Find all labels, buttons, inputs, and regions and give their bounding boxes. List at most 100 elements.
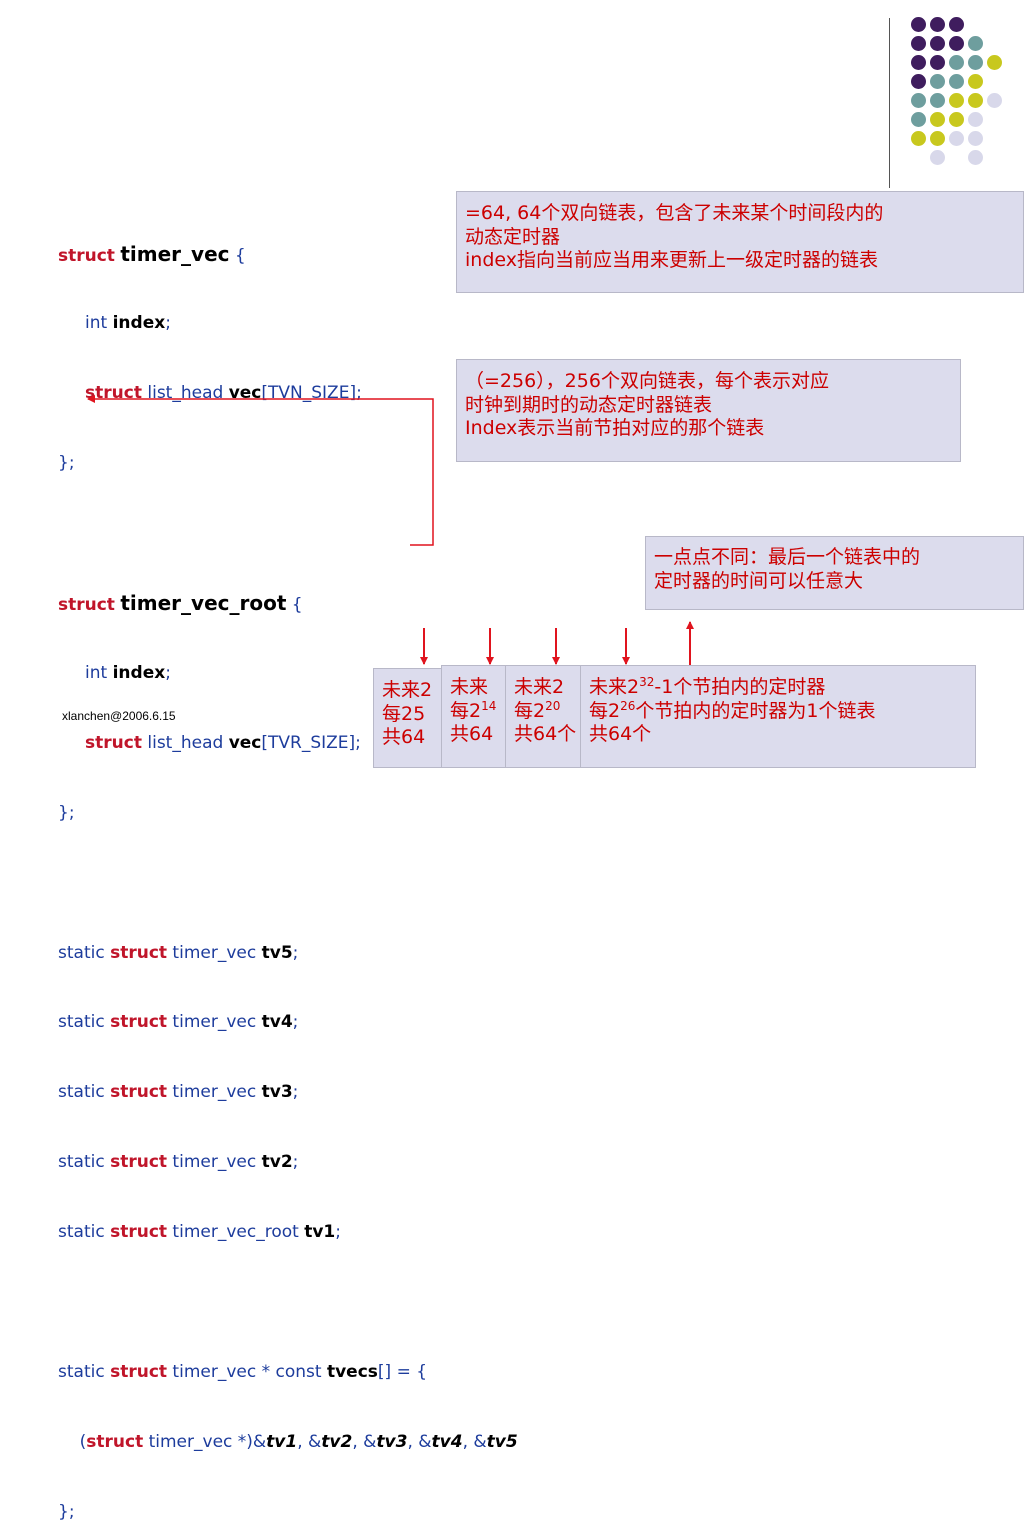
code-line: (struct timer_vec *)&tv1, &tv2, &tv3, &t… — [58, 1431, 518, 1454]
code-identifier: tv1 — [304, 1222, 336, 1243]
code-text: ; — [292, 1012, 299, 1033]
dot — [968, 36, 983, 51]
dot — [911, 131, 926, 146]
note-tv4-tv5-box: 未来232-1个节拍内的定时器 每226个节拍内的定时器为1个链表 共64个 — [580, 665, 976, 768]
note-text: 每2 — [514, 699, 546, 722]
note-line: 未来232-1个节拍内的定时器 — [589, 676, 967, 700]
code-identifier: index — [112, 662, 166, 683]
dot — [911, 55, 926, 70]
note-line: 共64 — [450, 723, 494, 745]
dot — [930, 93, 945, 108]
code-text: timer_vec — [167, 1152, 262, 1173]
dot — [968, 131, 983, 146]
divider-line — [889, 18, 890, 188]
note-line: 定时器的时间可以任意大 — [654, 569, 864, 592]
code-keyword: struct — [110, 1222, 168, 1243]
code-blank-line — [58, 1291, 518, 1314]
dot — [968, 93, 983, 108]
code-text: static — [58, 942, 111, 963]
code-text: static — [58, 1082, 111, 1103]
dot — [968, 112, 983, 127]
code-text: static — [58, 1152, 111, 1173]
code-identifier: timer_vec_root — [120, 591, 287, 616]
code-line: static struct timer_vec tv2; — [58, 1151, 518, 1174]
note-line: Index表示当前节拍对应的那个链表 — [465, 417, 765, 439]
dot — [911, 74, 926, 89]
code-text: static — [58, 1222, 111, 1243]
note-last-list: 一点点不同：最后一个链表中的 定时器的时间可以任意大 — [645, 536, 1024, 610]
dot — [930, 36, 945, 51]
dot — [968, 150, 983, 165]
note-text: 每2 — [589, 699, 621, 722]
code-text: ( — [79, 1431, 87, 1452]
code-text: ; — [292, 1082, 299, 1103]
code-line: int index; — [58, 312, 518, 335]
dot — [949, 131, 964, 146]
dot — [949, 112, 964, 127]
code-text: static — [58, 1012, 111, 1033]
code-line: static struct timer_vec tv4; — [58, 1011, 518, 1034]
code-text: ; — [165, 313, 171, 334]
dot — [930, 17, 945, 32]
dot — [911, 93, 926, 108]
dot — [968, 74, 983, 89]
note-line: 每226个节拍内的定时器为1个链表 — [589, 700, 967, 724]
code-text: list_head — [141, 732, 229, 753]
code-text: , & — [407, 1431, 432, 1452]
code-text: static — [58, 1361, 111, 1382]
note-line: 未来2 — [382, 679, 433, 701]
code-keyword: struct — [85, 383, 142, 404]
code-keyword: struct — [86, 1431, 144, 1452]
code-identifier: tv2 — [321, 1431, 353, 1452]
note-line: index指向当前应当用来更新上一级定时器的链表 — [465, 249, 878, 271]
code-line: }; — [58, 802, 518, 825]
code-line: static struct timer_vec tv3; — [58, 1081, 518, 1104]
note-superscript: 14 — [481, 699, 497, 713]
code-text: ; — [292, 942, 299, 963]
note-text: -1个节拍内的定时器 — [654, 676, 826, 698]
code-text: int — [85, 313, 113, 334]
code-listing: struct timer_vec { int index; struct lis… — [58, 196, 518, 1536]
code-text: ; — [335, 1222, 341, 1243]
code-text: timer_vec *)& — [143, 1431, 267, 1452]
note-line: =64, 64个双向链表，包含了未来某个时间段内的 — [465, 202, 884, 224]
code-text: int — [85, 662, 113, 683]
code-line: struct list_head vec[TVR_SIZE]; — [58, 732, 518, 755]
dot — [930, 131, 945, 146]
code-text: [TVR_SIZE]; — [261, 732, 361, 753]
note-line: 每220 — [514, 700, 636, 724]
code-blank-line — [58, 522, 518, 545]
code-keyword: struct — [110, 942, 168, 963]
code-text: ; — [292, 1152, 299, 1173]
note-text: 个节拍内的定时器为1个链表 — [635, 699, 876, 722]
note-text: 未来2 — [589, 676, 640, 698]
dot — [949, 36, 964, 51]
code-keyword: struct — [58, 595, 115, 616]
code-keyword: struct — [110, 1152, 168, 1173]
code-keyword: struct — [110, 1082, 168, 1103]
code-identifier: vec — [228, 383, 262, 404]
code-text: [TVN_SIZE]; — [261, 383, 362, 404]
code-text: ; — [165, 662, 171, 683]
code-identifier: tv4 — [261, 1012, 293, 1033]
code-identifier: tv5 — [261, 942, 293, 963]
code-identifier: vec — [228, 732, 262, 753]
dot — [987, 55, 1002, 70]
code-text: [] = { — [377, 1361, 428, 1382]
code-text: , & — [462, 1431, 487, 1452]
dot — [987, 93, 1002, 108]
code-text: { — [286, 595, 303, 616]
note-superscript: 26 — [620, 699, 636, 713]
code-text: timer_vec * const — [167, 1361, 327, 1382]
code-text: timer_vec_root — [167, 1222, 305, 1243]
note-line: （=256），256个双向链表，每个表示对应 — [465, 370, 829, 392]
note-line: 时钟到期时的动态定时器链表 — [465, 393, 713, 416]
code-text: list_head — [141, 383, 229, 404]
note-line: 动态定时器 — [465, 225, 561, 248]
note-timer-vec: =64, 64个双向链表，包含了未来某个时间段内的 动态定时器 index指向当… — [456, 191, 1024, 293]
code-identifier: timer_vec — [120, 241, 230, 266]
code-blank-line — [58, 872, 518, 895]
code-identifier: index — [112, 313, 166, 334]
code-line: }; — [58, 452, 518, 475]
dot — [930, 150, 945, 165]
